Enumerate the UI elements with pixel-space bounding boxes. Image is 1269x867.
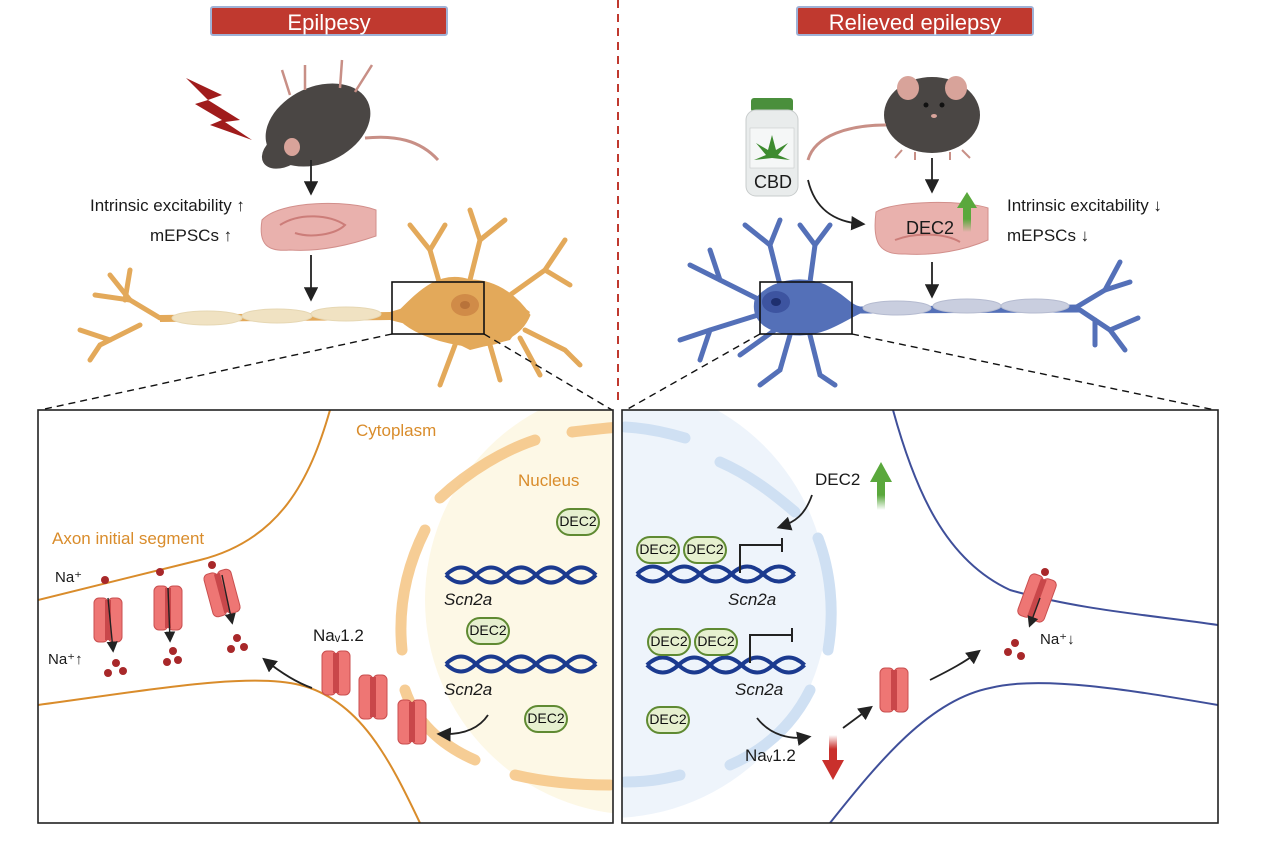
arrow-cbd-to-hippocampus	[807, 179, 866, 231]
arrow-channel-to-ais-right	[929, 649, 981, 681]
nav12-channel	[321, 650, 351, 696]
cbd-label: CBD	[754, 172, 793, 192]
hippocampus-icon-right	[874, 201, 989, 255]
nav12-label-right: Naᵥ1.2	[745, 746, 796, 765]
sodium-ions	[101, 561, 248, 677]
dec2-protein: DEC2	[524, 705, 568, 733]
sodium-channel-right	[1015, 572, 1059, 624]
cytoplasm-label: Cytoplasm	[356, 421, 437, 440]
cell-membrane-lower-right	[829, 682, 1218, 823]
nav12-channel	[397, 699, 427, 745]
arrow-to-channel-right	[842, 705, 873, 729]
scn2a-label-1: Scn2a	[444, 590, 493, 609]
na-down-label: Na⁺↓	[1040, 631, 1075, 648]
dec2-protein: DEC2	[466, 617, 510, 645]
excitability-up-label: Intrinsic excitability ↑	[90, 196, 245, 215]
zoom-region-box-right	[759, 281, 853, 335]
nav12-label: Naᵥ1.2	[313, 626, 364, 645]
mepscs-down-label: mEPSCs ↓	[1007, 226, 1090, 245]
nav12-channel	[358, 674, 388, 720]
nuclear-envelope-left	[395, 422, 613, 791]
healthy-mouse-icon	[806, 76, 980, 161]
repression-symbol-2	[749, 628, 793, 663]
ais-label: Axon initial segment	[52, 529, 205, 548]
title-relieved-epilepsy: Relieved epilepsy	[796, 6, 1034, 36]
dec2-bound-protein: DEC2	[647, 628, 691, 656]
scn2a-label-right-1: Scn2a	[728, 590, 777, 609]
relieved-neuron	[677, 217, 1141, 388]
scn2a-label-2: Scn2a	[444, 680, 493, 699]
excitability-down-label: Intrinsic excitability ↓	[1007, 196, 1162, 215]
dec2-up-arrow-detail	[870, 462, 892, 510]
dec2-bound-protein: DEC2	[694, 628, 738, 656]
dec2-up-arrow-icon	[957, 192, 977, 232]
nav12-channel-right	[879, 667, 909, 713]
na-ion-label: Na⁺	[55, 569, 83, 586]
cell-membrane-upper-right	[892, 410, 1218, 626]
dec2-upregulated-label: DEC2	[815, 470, 861, 489]
arrow-gene-to-channel-right	[756, 717, 812, 746]
arrow-dec2-to-promoter	[776, 494, 813, 531]
scn2a-label-right-2: Scn2a	[735, 680, 784, 699]
hippocampus-icon	[260, 202, 377, 251]
zoom-region-box-left	[391, 281, 485, 335]
dec2-protein: DEC2	[556, 508, 600, 536]
na-up-label: Na⁺↑	[48, 651, 83, 668]
lightning-bolt-icon	[186, 78, 252, 140]
cell-membrane-lower	[38, 679, 421, 823]
zoom-guide-left-1	[39, 333, 393, 411]
nav12-down-arrow-icon	[822, 735, 844, 780]
seizing-mouse-icon	[261, 59, 440, 169]
arrow-gene-to-channel	[436, 714, 489, 742]
dec2-bound-protein: DEC2	[636, 536, 680, 564]
title-epilepsy: Epilpesy	[210, 6, 448, 36]
epileptic-neuron	[77, 207, 583, 388]
zoom-guide-right-2	[851, 333, 1216, 411]
zoom-guide-right-1	[625, 333, 761, 411]
arrow-channel-to-ais	[262, 657, 313, 689]
zoom-guide-left-2	[483, 333, 613, 411]
dec2-free-protein: DEC2	[646, 706, 690, 734]
sodium-ions-right	[1004, 568, 1049, 660]
hippocampus-dec2-label: DEC2	[906, 218, 955, 238]
nuclear-envelope-right	[622, 421, 837, 788]
mepscs-up-label: mEPSCs ↑	[150, 226, 233, 245]
dec2-bound-protein: DEC2	[683, 536, 727, 564]
nucleus-label: Nucleus	[518, 471, 580, 490]
cbd-bottle-icon	[745, 98, 799, 197]
cell-membrane-upper	[38, 410, 331, 601]
repression-symbol-1	[739, 538, 783, 573]
